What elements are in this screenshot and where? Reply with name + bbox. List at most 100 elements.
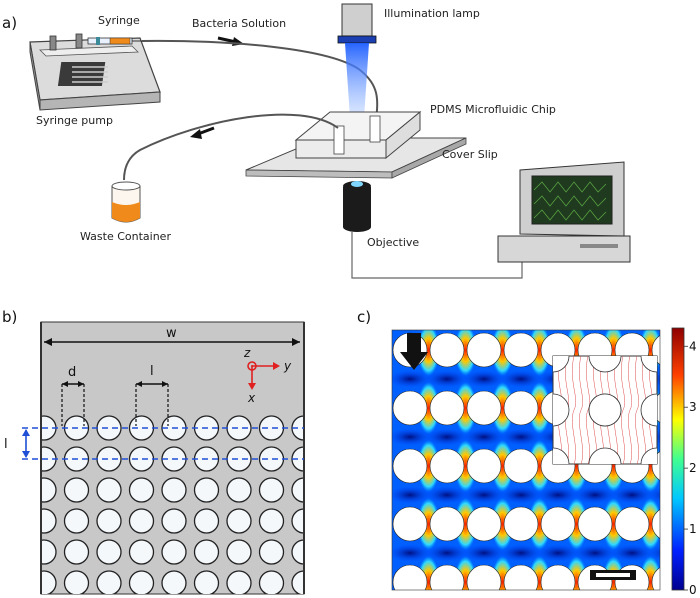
waste-container-icon <box>111 181 141 223</box>
syringe-label: Syringe <box>98 14 140 27</box>
pillar <box>96 570 122 594</box>
pillar <box>540 564 576 590</box>
pillar <box>63 539 90 565</box>
pillar <box>503 564 539 590</box>
pillar <box>466 390 502 426</box>
pillar <box>63 570 90 594</box>
pillar-array <box>41 415 304 594</box>
pillar <box>466 506 502 542</box>
syringe-pump-icon <box>29 33 161 111</box>
pillar <box>651 567 660 590</box>
pillar <box>392 564 428 590</box>
pillar <box>258 570 285 594</box>
pillar <box>503 506 539 542</box>
syringe-icon <box>87 37 142 45</box>
pillar <box>258 477 285 503</box>
panel-a-label: a) <box>2 14 17 32</box>
pillar <box>96 477 122 503</box>
axes-indicator-icon <box>247 361 280 390</box>
pillar <box>429 332 465 368</box>
pillar <box>429 448 465 484</box>
pillar <box>226 539 252 565</box>
pillar <box>258 539 285 565</box>
pdms-chip-label: PDMS Microfluidic Chip <box>430 103 556 116</box>
pillar <box>503 448 539 484</box>
pillar <box>429 390 465 426</box>
pillar <box>429 506 465 542</box>
pdms-chip-icon <box>245 110 467 179</box>
pillar <box>41 477 57 503</box>
pillar <box>128 477 155 503</box>
pillar <box>161 477 187 503</box>
pillar <box>128 539 155 565</box>
colorbar-tick-label: 2 <box>689 461 697 475</box>
axis-y-label: y <box>283 359 292 373</box>
pillar <box>161 508 187 534</box>
pillar <box>392 390 428 426</box>
colorbar-tick-label: 4 <box>689 339 697 353</box>
colorbar <box>671 327 685 591</box>
pillar <box>96 539 122 565</box>
pillar <box>466 564 502 590</box>
outlet-tubing <box>123 113 339 181</box>
colorbar-tick-label: 0 <box>689 583 697 597</box>
bacteria-solution-label: Bacteria Solution <box>192 17 286 30</box>
panel-b-label: b) <box>2 308 17 326</box>
syringe-pump-label: Syringe pump <box>36 114 113 127</box>
pillar <box>226 570 252 594</box>
waste-container-label: Waste Container <box>80 230 171 243</box>
diameter-label: d <box>68 365 76 380</box>
spacing-dimension-arrow <box>135 381 169 426</box>
panel-c: c) 4 3 2 1 0 <box>357 308 697 597</box>
pillar <box>96 508 122 534</box>
pillar <box>291 539 304 565</box>
computer-icon <box>497 161 631 263</box>
pillar <box>63 508 90 534</box>
pillar <box>503 390 539 426</box>
axis-z-label: z <box>243 346 251 360</box>
illumination-lamp-label: Illumination lamp <box>384 7 480 20</box>
pillar <box>392 448 428 484</box>
row-spacing-arrow <box>22 429 30 458</box>
pillar <box>651 509 660 539</box>
width-label: w <box>166 326 177 341</box>
pillar <box>614 564 650 590</box>
colorbar-tick-label: 3 <box>689 400 697 414</box>
pillar <box>392 506 428 542</box>
pillar <box>63 477 90 503</box>
pillar <box>466 448 502 484</box>
outlet-arrow-icon <box>190 126 215 139</box>
pillar <box>614 506 650 542</box>
pillar <box>577 506 613 542</box>
pillar <box>291 477 304 503</box>
pillar <box>258 508 285 534</box>
pillar <box>503 332 539 368</box>
pillar <box>291 570 304 594</box>
objective-label: Objective <box>367 236 419 249</box>
pillar <box>577 564 613 590</box>
objective-icon <box>343 181 371 232</box>
pillar <box>291 508 304 534</box>
panel-c-label: c) <box>357 308 371 326</box>
scale-bar <box>590 570 636 580</box>
pillar <box>128 570 155 594</box>
width-dimension-arrow <box>44 338 300 346</box>
pillar <box>429 564 465 590</box>
cover-slip-label: Cover Slip <box>442 148 498 161</box>
panel-b: b) w d l <box>2 308 305 595</box>
illumination-lamp-icon <box>337 3 377 118</box>
pillar <box>41 539 57 565</box>
pillar <box>41 570 57 594</box>
spacing-label-side: l <box>4 437 8 452</box>
streamline-inset <box>552 355 658 465</box>
inlet-tubing <box>141 39 379 123</box>
colorbar-tick-label: 1 <box>689 522 697 536</box>
pillar <box>466 332 502 368</box>
flow-direction-arrow-icon <box>400 333 428 370</box>
pillar <box>226 477 252 503</box>
pillar <box>193 539 220 565</box>
pillar <box>161 570 187 594</box>
pillar <box>193 508 220 534</box>
